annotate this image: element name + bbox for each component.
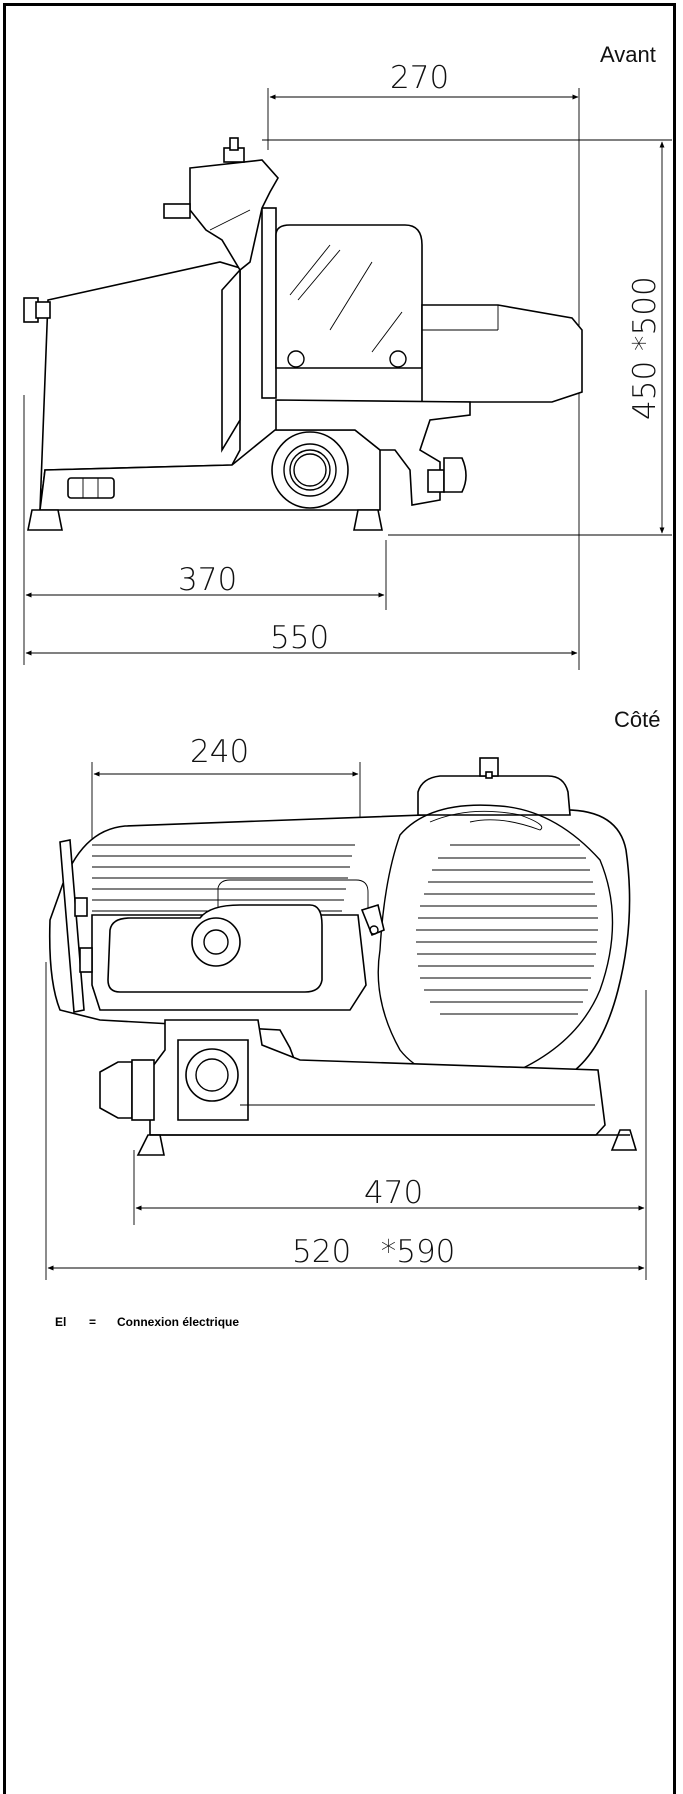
front-dim-550: 550 (25, 620, 578, 656)
side-dim-520: 520 *590 (45, 962, 645, 1280)
side-slicer-drawing (48, 757, 638, 1156)
front-dim-width-top: 270 (390, 60, 449, 96)
side-blade-hatching (416, 844, 598, 1015)
side-view-label: Côté (614, 707, 660, 732)
side-dim-470: 470 (133, 990, 647, 1280)
side-dim-width-mid: 470 (364, 1175, 423, 1211)
drawing-sheet (3, 3, 676, 1794)
legend: El = Connexion électrique (55, 1315, 239, 1329)
legend-equals: = (89, 1315, 97, 1329)
front-dim-370: 370 (23, 395, 387, 665)
front-dim-width-total: 550 (270, 620, 329, 656)
legend-text: Connexion électrique (117, 1315, 240, 1329)
side-view: Côté 240 (45, 707, 660, 1280)
front-view-label: Avant (600, 42, 656, 67)
side-dim-width-total: 520 *590 (292, 1234, 455, 1270)
front-view: Avant 270 450 *500 (23, 42, 672, 670)
legend-code: El (55, 1315, 67, 1329)
front-slicer-drawing (23, 137, 583, 531)
front-dim-width-mid: 370 (178, 562, 237, 598)
front-dim-height-label: 450 *500 (627, 276, 663, 420)
side-dim-width-top: 240 (190, 734, 249, 770)
side-dim-240: 240 (91, 734, 361, 900)
front-dim-height: 450 *500 (262, 139, 672, 536)
